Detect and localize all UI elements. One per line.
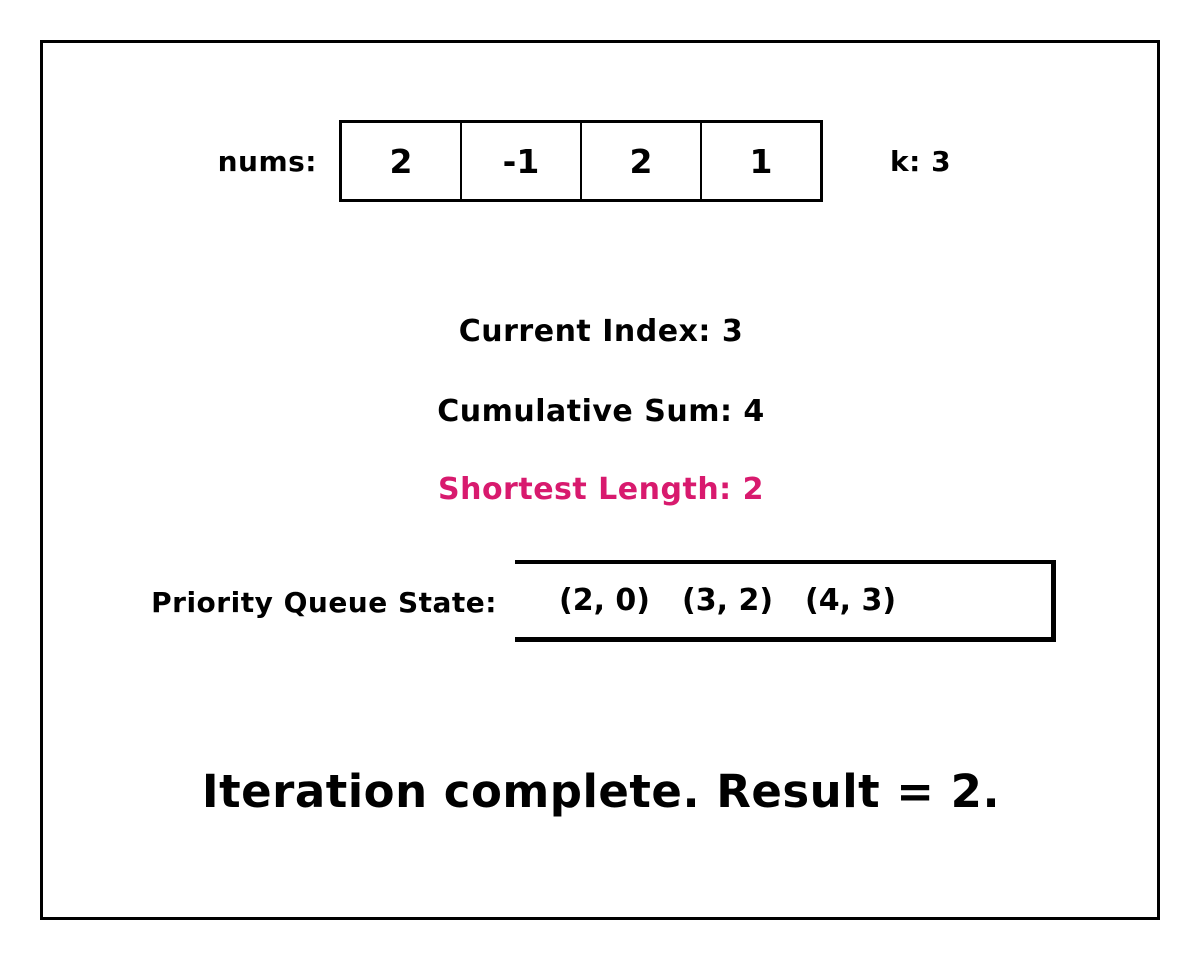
pq-item-2: (4, 3) — [805, 583, 897, 618]
priority-queue-box: (2, 0) (3, 2) (4, 3) — [515, 560, 1056, 642]
current-index-text: Current Index: 3 — [458, 314, 744, 349]
k-label: k: 3 — [890, 145, 952, 178]
nums-array-cell-2: 2 — [580, 123, 700, 199]
nums-array-cell-0: 2 — [389, 141, 413, 181]
result-text: Iteration complete. Result = 2. — [201, 765, 1001, 818]
nums-label: nums: — [217, 145, 317, 178]
nums-array-cell-1: -1 — [460, 123, 580, 199]
nums-array: 2 -1 2 1 — [339, 120, 823, 202]
shortest-length-text: Shortest Length: 2 — [437, 472, 764, 507]
priority-queue-label: Priority Queue State: — [151, 586, 497, 619]
pq-item-0: (2, 0) — [559, 583, 651, 618]
cumulative-sum-text: Cumulative Sum: 4 — [437, 394, 765, 429]
nums-array-cell-3: 1 — [700, 123, 820, 199]
pq-item-1: (3, 2) — [682, 583, 774, 618]
